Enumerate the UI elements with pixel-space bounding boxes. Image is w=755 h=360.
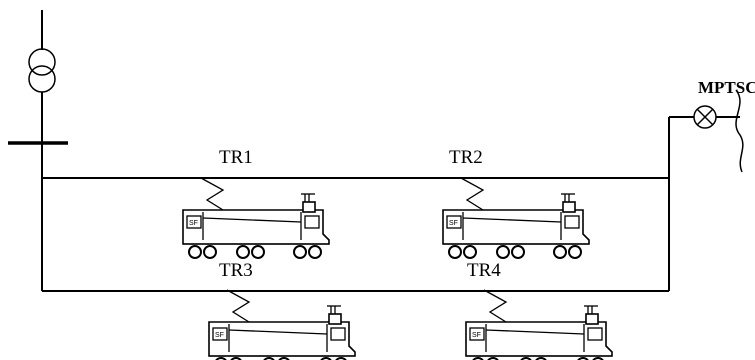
transformer-symbol [28, 10, 56, 143]
train-label-tr3: TR3 [219, 260, 253, 281]
locomotive-tr1 [182, 177, 330, 259]
locomotive-tr2 [442, 177, 590, 259]
train-label-tr2: TR2 [449, 147, 483, 168]
train-label-tr4: TR4 [467, 260, 501, 281]
locomotive-tr4 [465, 289, 613, 360]
mptsc-label: MPTSC [698, 78, 755, 97]
locomotive-tr3 [208, 289, 356, 360]
mptsc-compensator: MPTSC [693, 78, 755, 173]
train-label-tr1: TR1 [219, 147, 253, 168]
feeder-loop [41, 116, 694, 292]
